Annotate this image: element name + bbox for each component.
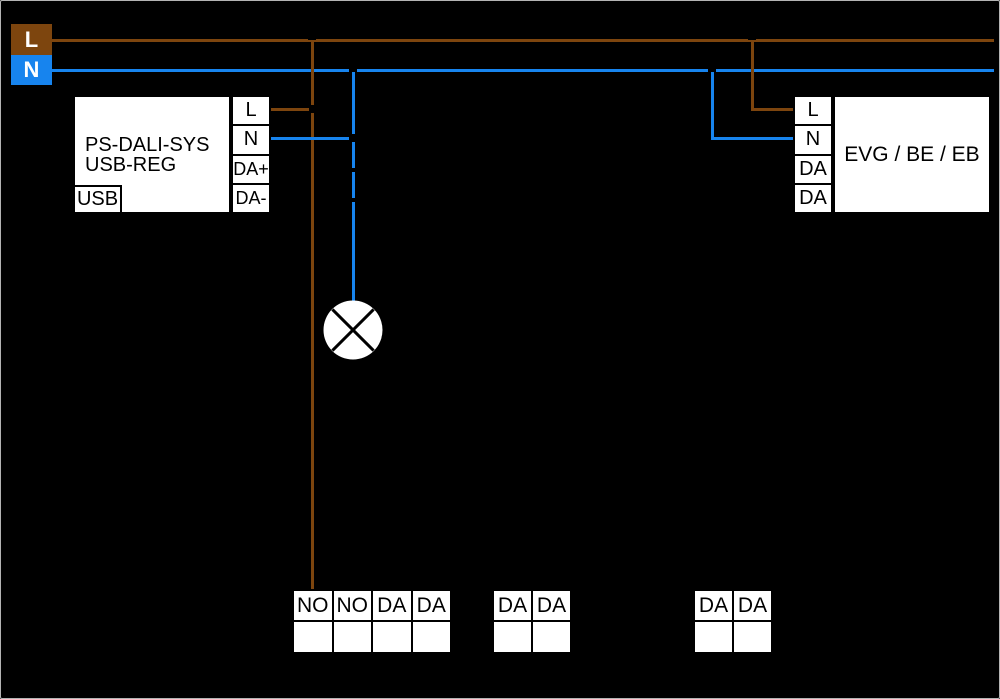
neutral-bus-wire (52, 69, 994, 72)
device-name-line2: USB-REG (85, 153, 177, 176)
live-branch-wire-left (271, 108, 314, 111)
terminal-cell-n: N (795, 126, 831, 154)
terminal-label: DA (373, 591, 411, 620)
junction-dot (349, 134, 357, 142)
terminal-slot (373, 622, 411, 652)
terminal-slot (734, 622, 771, 652)
lamp-icon (323, 300, 383, 360)
terminal-cell-da-minus: DA- (233, 184, 269, 212)
terminal-cell-l: L (233, 97, 269, 125)
junction-dot (708, 64, 716, 72)
terminal-slot (695, 622, 732, 652)
terminal-cell-da: DA (795, 155, 831, 183)
terminal-slot (412, 622, 450, 652)
device-name-line1: PS-DALI-SYS (85, 133, 210, 156)
junction-dot (748, 32, 756, 40)
live-badge: L (11, 24, 52, 55)
terminal-slot (494, 622, 531, 652)
live-branch-wire-right (751, 108, 794, 111)
terminal-label: DA (734, 591, 771, 620)
usb-port: USB (73, 185, 122, 214)
terminal-slot (333, 622, 371, 652)
terminal-cell-l: L (795, 97, 831, 125)
terminal-label: NO (333, 591, 371, 620)
terminal-label: DA (412, 591, 450, 620)
neutral-branch-wire-right (711, 137, 794, 140)
terminal-label: NO (294, 591, 332, 620)
terminal-block-da-da: DA DA (693, 589, 773, 654)
junction-dot (309, 105, 317, 113)
terminal-slot (294, 622, 332, 652)
neutral-drop-wire-left (352, 69, 355, 302)
terminal-block-no-no-da-da: NO NO DA DA (292, 589, 452, 654)
right-device-terminals: L N DA DA (793, 95, 833, 214)
live-bus-wire (52, 39, 994, 42)
junction-dot (351, 198, 355, 202)
live-drop-wire-left (311, 39, 314, 590)
neutral-drop-wire-right (711, 69, 714, 140)
terminal-label: DA (695, 591, 732, 620)
terminal-block-da-da: DA DA (492, 589, 572, 654)
neutral-branch-wire-left (271, 137, 355, 140)
evg-device: EVG / BE / EB (833, 95, 991, 214)
terminal-label: DA (533, 591, 570, 620)
junction-dot (351, 168, 355, 172)
terminal-slot (533, 622, 570, 652)
live-drop-wire-right (751, 39, 754, 111)
junction-dot (349, 64, 357, 72)
terminal-cell-da: DA (795, 184, 831, 212)
neutral-badge: N (11, 55, 52, 85)
left-device-terminals: L N DA+ DA- (231, 95, 271, 214)
terminal-cell-da-plus: DA+ (233, 155, 269, 183)
terminal-label: DA (494, 591, 531, 620)
junction-dot (308, 32, 316, 40)
terminal-cell-n: N (233, 126, 269, 154)
